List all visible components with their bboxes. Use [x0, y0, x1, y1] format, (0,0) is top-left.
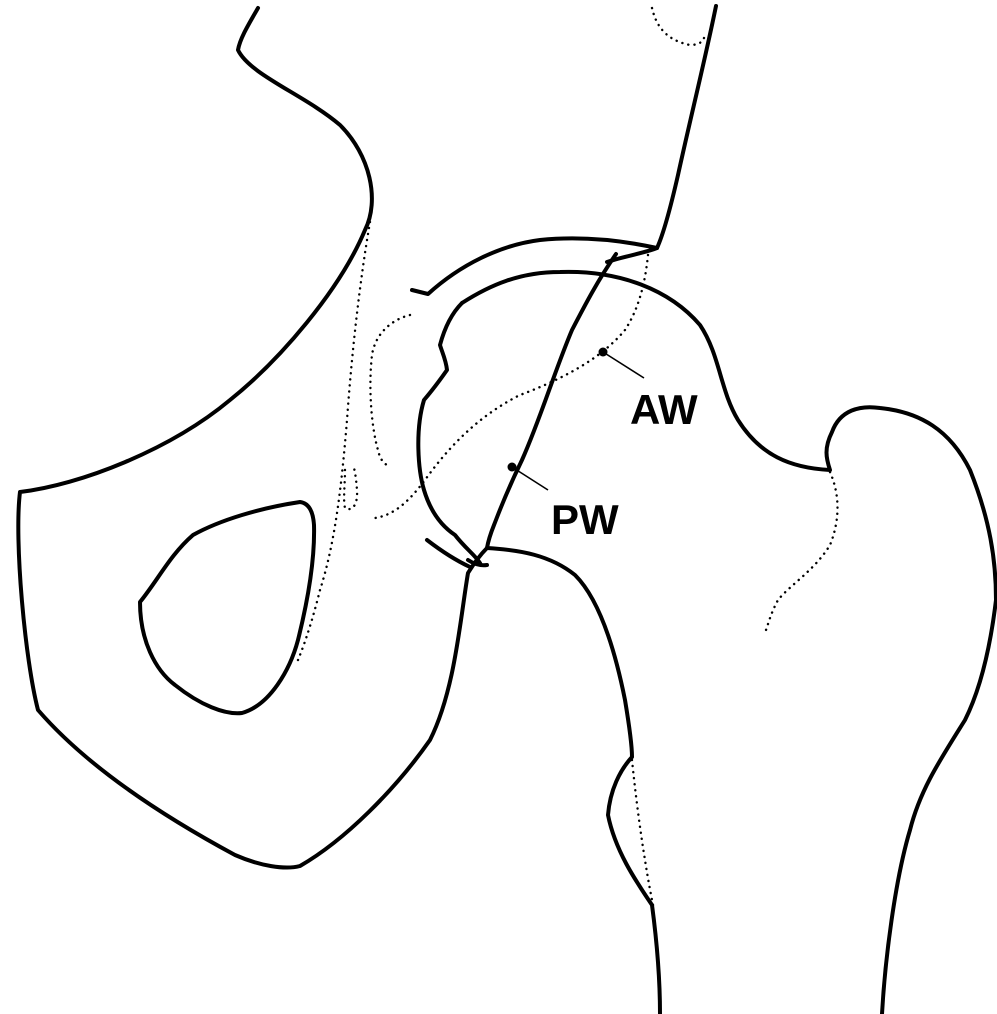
vertebral-dotted-curve: [652, 8, 704, 45]
sacral-line: [607, 6, 716, 262]
pw-leader-line: [512, 467, 548, 490]
femoral-head-medial-edge: [418, 303, 480, 563]
lesser-trochanter-line: [632, 760, 654, 910]
fovea-lines: [427, 540, 487, 567]
aw-label: AW: [630, 386, 698, 433]
pw-label: PW: [551, 496, 619, 543]
femur-outline: [462, 272, 996, 1014]
aw-leader-line: [603, 352, 644, 378]
intertrochanteric-line: [766, 472, 838, 630]
medial-femur-contour: [487, 548, 660, 1014]
acetabular-roof: [412, 238, 657, 294]
teardrop-outline: [344, 465, 357, 509]
obturator-foramen: [140, 502, 314, 713]
iliopectineal-curve: [370, 315, 410, 465]
